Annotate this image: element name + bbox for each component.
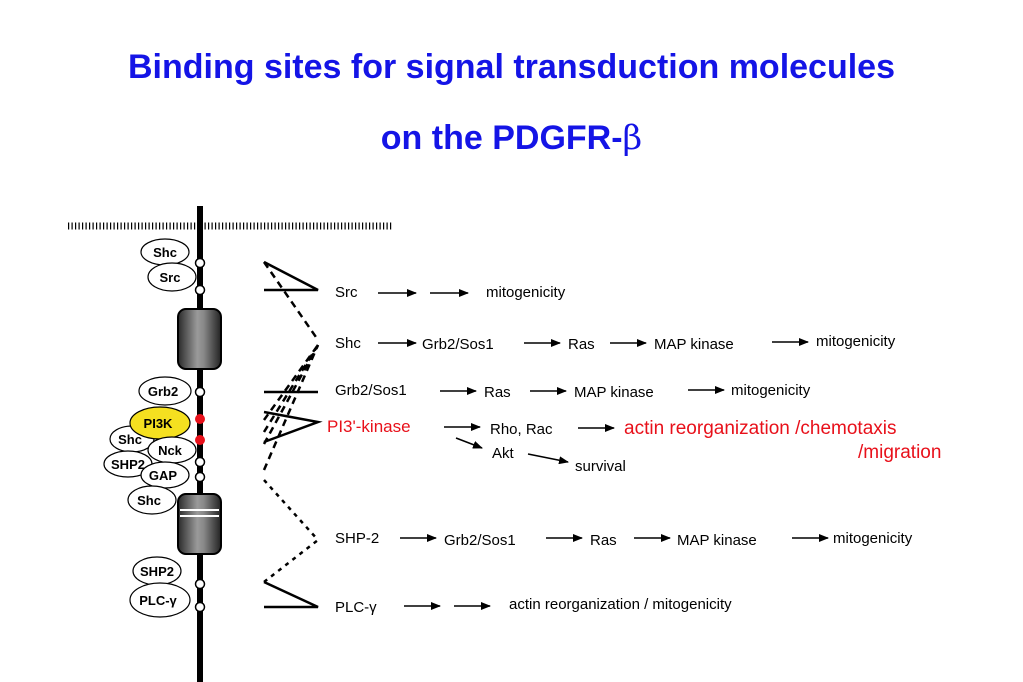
shp2-grb2sos1: Grb2/Sos1 (444, 532, 516, 549)
shp2-map-kinase: MAP kinase (677, 532, 757, 549)
grb2-ras: Ras (484, 384, 511, 401)
phosphotyrosine-sites (194, 257, 206, 613)
plc-actin-mitogenicity: actin reorganization / mitogenicity (509, 596, 732, 613)
pathway-shp2: SHP-2 Grb2/Sos1 Ras MAP kinase mitogenic… (335, 530, 913, 549)
gap-label: GAP (149, 468, 178, 483)
shc-start: Shc (335, 335, 361, 352)
nck-label: Nck (158, 443, 183, 458)
src-start: Src (335, 284, 358, 301)
pi3k-migration-result: /migration (858, 442, 941, 463)
pathway-src: Src mitogenicity (335, 284, 566, 301)
shc-3-label: Shc (137, 493, 161, 508)
shc-map-kinase: MAP kinase (654, 336, 734, 353)
grb2-map-kinase: MAP kinase (574, 384, 654, 401)
grb2-mitogenicity: mitogenicity (731, 382, 811, 399)
pathway-grb2: Grb2/Sos1 Ras MAP kinase mitogenicity (335, 382, 811, 401)
pi3k-start: PI3'-kinase (327, 417, 411, 436)
molecule-shc-3: Shc (127, 485, 177, 515)
site-connectors (262, 260, 323, 609)
pathway-plc: PLC-γ actin reorganization / mitogenicit… (335, 596, 732, 616)
src-mitogenicity: mitogenicity (486, 284, 566, 301)
pi3k-rho-rac: Rho, Rac (490, 421, 553, 438)
pathway-shc: Shc Grb2/Sos1 Ras MAP kinase mitogenicit… (335, 333, 896, 353)
pathway-pi3k: PI3'-kinase Rho, Rac actin reorganizatio… (327, 417, 941, 475)
shp2-a-label: SHP2 (111, 457, 145, 472)
molecule-nck: Nck (147, 436, 197, 464)
molecule-plc: PLC-γ (129, 582, 191, 618)
grb2-label: Grb2 (148, 384, 178, 399)
kinase-domain-2 (177, 493, 222, 555)
pi3k-actin-result: actin reorganization /chemotaxis (624, 418, 896, 439)
title-line-1: Binding sites for signal transduction mo… (127, 48, 895, 86)
src-label: Src (160, 270, 181, 285)
molecule-shp2-a: SHP2 (103, 450, 153, 478)
molecule-gap: GAP (140, 461, 190, 489)
molecule-shc-1: Shc (140, 238, 190, 266)
pi3k-akt: Akt (492, 445, 515, 462)
shc-2-label: Shc (118, 432, 142, 447)
shp2-mitogenicity: mitogenicity (833, 530, 913, 547)
shp2-start: SHP-2 (335, 530, 379, 547)
title-line-2: on the PDGFR-β (0, 118, 1023, 158)
beta-symbol: β (622, 118, 643, 158)
plc-start: PLC-γ (335, 599, 377, 616)
molecule-pi3k: PI3K (129, 406, 191, 440)
shc-mitogenicity: mitogenicity (816, 333, 896, 350)
grb2-start: Grb2/Sos1 (335, 382, 407, 399)
shp2-ras: Ras (590, 532, 617, 549)
title-line-2-text: on the PDGFR- (380, 119, 623, 157)
shp2-b-label: SHP2 (140, 564, 174, 579)
molecule-src: Src (147, 262, 197, 292)
pi3k-survival: survival (575, 458, 626, 475)
shc-1-label: Shc (153, 245, 177, 260)
molecule-shp2-b: SHP2 (132, 556, 182, 586)
pi3k-label: PI3K (144, 416, 174, 431)
plc-label: PLC-γ (139, 593, 177, 608)
shc-grb2sos1: Grb2/Sos1 (422, 336, 494, 353)
molecule-grb2: Grb2 (138, 376, 192, 406)
kinase-domain-1 (177, 308, 222, 370)
shc-ras: Ras (568, 336, 595, 353)
